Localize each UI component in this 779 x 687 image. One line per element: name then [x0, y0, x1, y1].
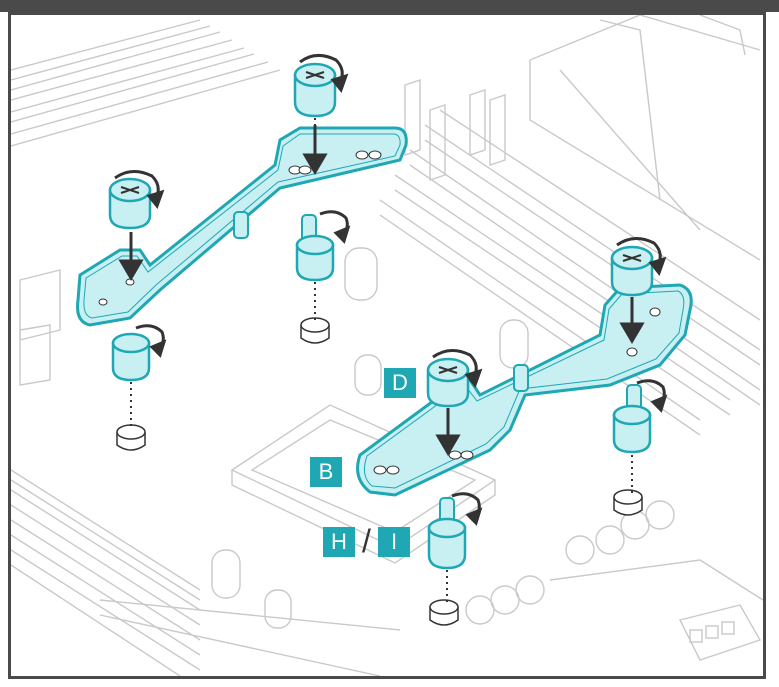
mounting-bracket-left [76, 126, 408, 327]
label-d: D [384, 368, 416, 398]
thumb-screw [610, 245, 654, 297]
thumb-screw [108, 177, 152, 230]
alignment-lines [130, 118, 633, 604]
rotate-clockwise-arrow-icons [114, 54, 668, 526]
label-b: B [310, 457, 342, 487]
thumb-screw [426, 357, 470, 408]
ram-slots-lower-left [11, 469, 401, 676]
thumb-screws [108, 62, 654, 570]
label-h: H [323, 527, 355, 557]
diagram-border [8, 12, 766, 679]
label-i: I [378, 527, 410, 557]
thumb-screw [111, 332, 151, 382]
label-separator: / [362, 523, 371, 559]
thumb-screw [427, 517, 467, 570]
ram-slots-upper-left [11, 19, 281, 147]
motherboard-lineart [11, 15, 763, 676]
ram-slots-right [379, 109, 761, 436]
thumb-screw [612, 404, 652, 454]
thumb-screw [293, 62, 337, 118]
pcie-connectors [404, 79, 506, 181]
board-holes [116, 317, 643, 626]
top-bar [0, 0, 779, 12]
cpu-socket [230, 404, 497, 564]
thumb-screw [295, 234, 335, 282]
heatsink-block [529, 15, 761, 261]
power-connector [549, 559, 763, 661]
down-arrow-icons [118, 125, 645, 456]
